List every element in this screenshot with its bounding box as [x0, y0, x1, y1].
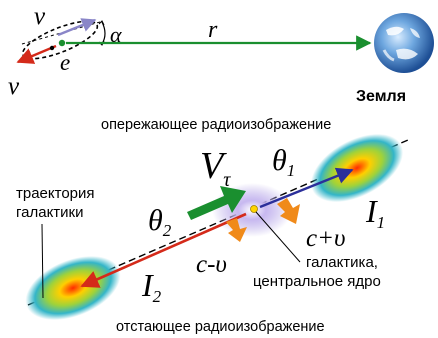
v-bottom-label: v [8, 73, 20, 100]
v-top-arrow [58, 20, 95, 35]
orbit-dot [50, 46, 54, 50]
alpha-angle-arc [102, 22, 105, 44]
velocity-V-label: Vτ [200, 145, 231, 191]
trajectory-label-line1: траектория [16, 185, 95, 202]
lagging-image-label: отстающее радиоизображение [116, 319, 325, 335]
theta1-subscript: 1 [287, 161, 296, 180]
v-top-label: v [34, 3, 46, 30]
I2-label: I2 [141, 267, 162, 306]
earth-icon [374, 13, 434, 73]
theta1-label: θ1 [272, 144, 295, 180]
alpha-label: α [110, 22, 122, 47]
galaxy-label-line2: центральное ядро [253, 273, 381, 290]
I1-label: I1 [365, 193, 385, 232]
trajectory-label-line2: галактики [16, 204, 84, 221]
c-plus-v-label: c+υ [306, 225, 345, 252]
lagging-image-lobe-I2 [16, 243, 130, 332]
e-particle-dot [59, 40, 65, 46]
I1-subscript: 1 [377, 213, 386, 232]
r-label: r [208, 17, 218, 43]
earth-label: Земля [356, 88, 406, 105]
e-label: e [60, 50, 70, 75]
galaxy-nucleus [251, 206, 258, 213]
galaxy-group: опережающее радиоизображение траектория … [16, 117, 414, 335]
leading-image-label: опережающее радиоизображение [101, 117, 331, 133]
galaxy-label-line1: галактика, [306, 254, 378, 271]
top-orbit-group: v α r e v Земля [8, 3, 434, 105]
theta2-subscript: 2 [163, 221, 172, 240]
theta2-label: θ2 [148, 204, 172, 240]
c-minus-v-label: c-υ [196, 251, 227, 278]
leading-image-lobe-I1 [300, 120, 415, 216]
I2-subscript: 2 [153, 287, 162, 306]
velocity-tau-subscript: τ [223, 169, 231, 191]
